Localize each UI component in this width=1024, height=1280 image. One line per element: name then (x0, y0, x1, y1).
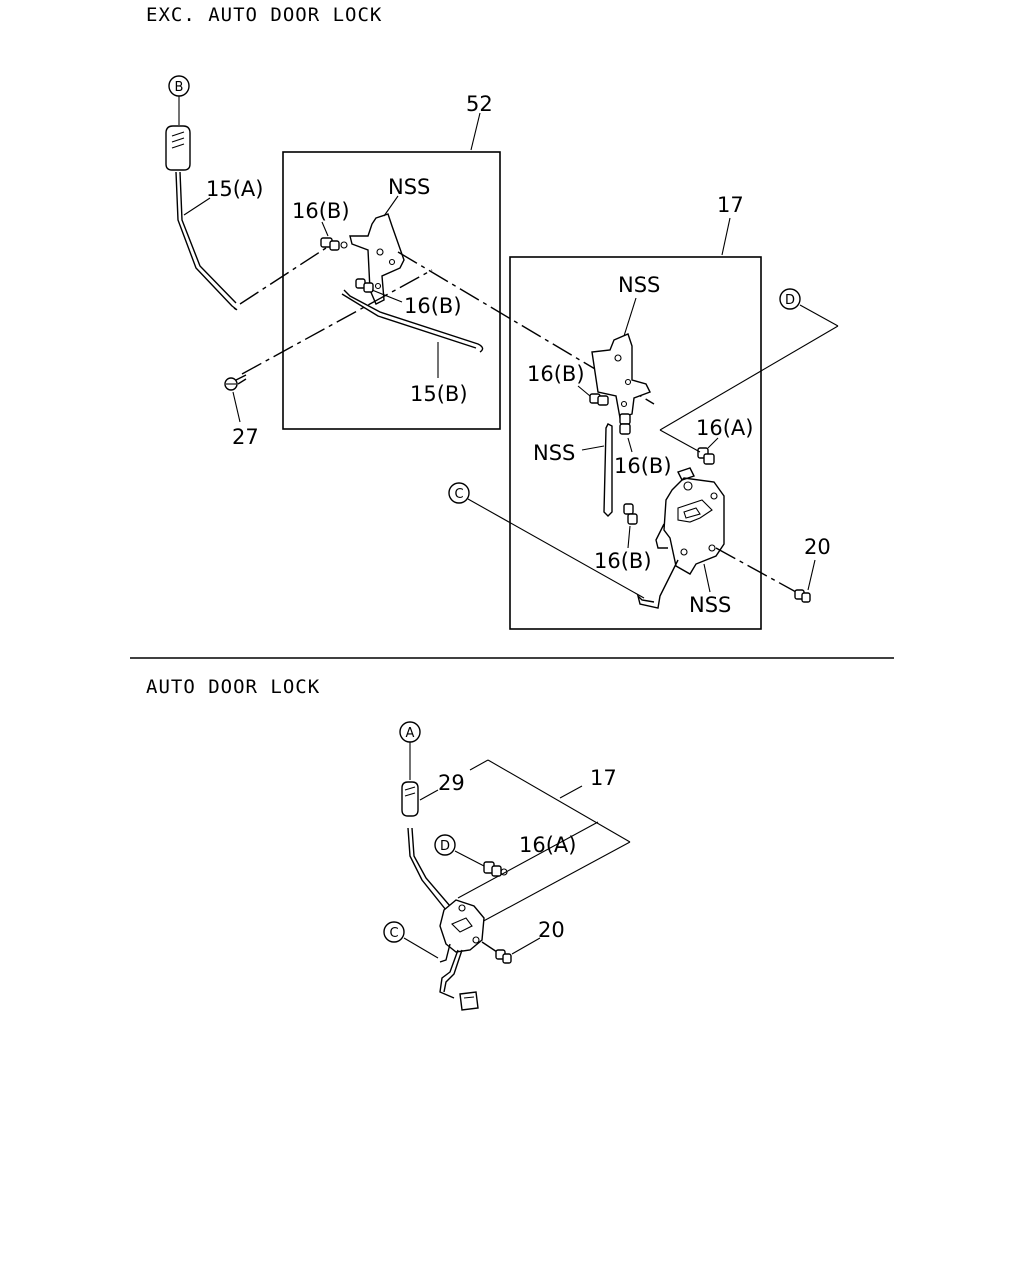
svg-text:D: D (440, 839, 450, 854)
label-nss-box17-lock: NSS (689, 593, 731, 617)
box-17 (509, 256, 762, 630)
clip-16b-box17-b (619, 413, 631, 435)
label-52: 52 (466, 92, 493, 116)
callout-d-bottom: D (434, 834, 456, 856)
label-15b: 15(B) (410, 382, 468, 406)
label-17-bottom: 17 (590, 766, 617, 790)
label-16b-box52-mid: 16(B) (404, 294, 462, 318)
clip-16b-box17-c (623, 503, 638, 525)
label-nss-box17-rod: NSS (533, 441, 575, 465)
label-20-bottom: 20 (538, 918, 565, 942)
svg-text:C: C (389, 926, 398, 941)
rod-auto (407, 827, 447, 911)
section-title-exc-auto-door-lock: EXC. AUTO DOOR LOCK (146, 4, 382, 26)
callout-c-bottom: C (383, 921, 405, 943)
label-16b-box52-left: 16(B) (292, 199, 350, 223)
leader-17-lower (477, 841, 631, 925)
leader-29 (419, 789, 439, 801)
clip-16a-box17 (697, 447, 715, 465)
leader-17-upper (487, 759, 631, 843)
clip-16b-box52-left (320, 237, 348, 251)
leader-d-3 (659, 429, 701, 453)
screw-27 (224, 374, 247, 391)
clip-16a-bottom (483, 861, 508, 877)
label-16b-box17-c: 16(B) (594, 549, 652, 573)
svg-text:C: C (454, 487, 463, 502)
clip-16b-box52-mid (355, 278, 374, 293)
label-17-top: 17 (717, 193, 744, 217)
label-16a-box17: 16(A) (696, 416, 753, 440)
label-27: 27 (232, 425, 259, 449)
label-nss-box52: NSS (388, 175, 430, 199)
leader-16a-bottom (457, 821, 599, 899)
knob-29 (401, 781, 419, 817)
leader-d-1 (799, 304, 839, 327)
leader-box52-to-box17 (397, 251, 655, 405)
label-15a: 15(A) (206, 177, 263, 201)
svg-text:A: A (406, 726, 415, 741)
rod-auto-2 (411, 827, 451, 907)
leader-17-tick (559, 785, 583, 799)
bracket-nss-box52 (349, 213, 405, 305)
clip-16b-box17-a (589, 393, 609, 406)
callout-b: B (168, 75, 190, 125)
knob-grommet (165, 125, 191, 171)
section-title-auto-door-lock: AUTO DOOR LOCK (146, 676, 320, 698)
label-16b-box17-b: 16(B) (614, 454, 672, 478)
leader-c-top (467, 498, 645, 599)
svg-text:B: B (175, 80, 184, 95)
leader-20-bottom (511, 937, 541, 955)
label-16b-box17-a: 16(B) (527, 362, 585, 386)
leader-screw-20-top (715, 547, 797, 593)
box-52 (282, 151, 501, 430)
label-29: 29 (438, 771, 465, 795)
label-20-top: 20 (804, 535, 831, 559)
callout-a: A (399, 721, 421, 743)
label-16a-bottom: 16(A) (519, 833, 576, 857)
rod-15a (175, 171, 238, 311)
callout-d-top: D (779, 288, 801, 310)
leader-screw-27 (241, 269, 433, 375)
label-nss-box17-bracket: NSS (618, 273, 660, 297)
leader-c-bottom (403, 937, 439, 959)
leader-29-to-17 (469, 759, 489, 771)
auto-lock-assembly (439, 899, 485, 1011)
door-lock-assembly (636, 467, 725, 609)
bracket-nss-box17 (591, 333, 651, 419)
leader-d-2 (659, 325, 839, 431)
svg-text:D: D (785, 293, 795, 308)
screw-20-bottom (495, 949, 512, 964)
screw-20-top (794, 589, 811, 603)
leader-d-bottom (454, 850, 485, 867)
callout-c-top: C (448, 482, 470, 504)
rod-nss-box17 (603, 423, 613, 517)
rod-15b (341, 289, 484, 353)
